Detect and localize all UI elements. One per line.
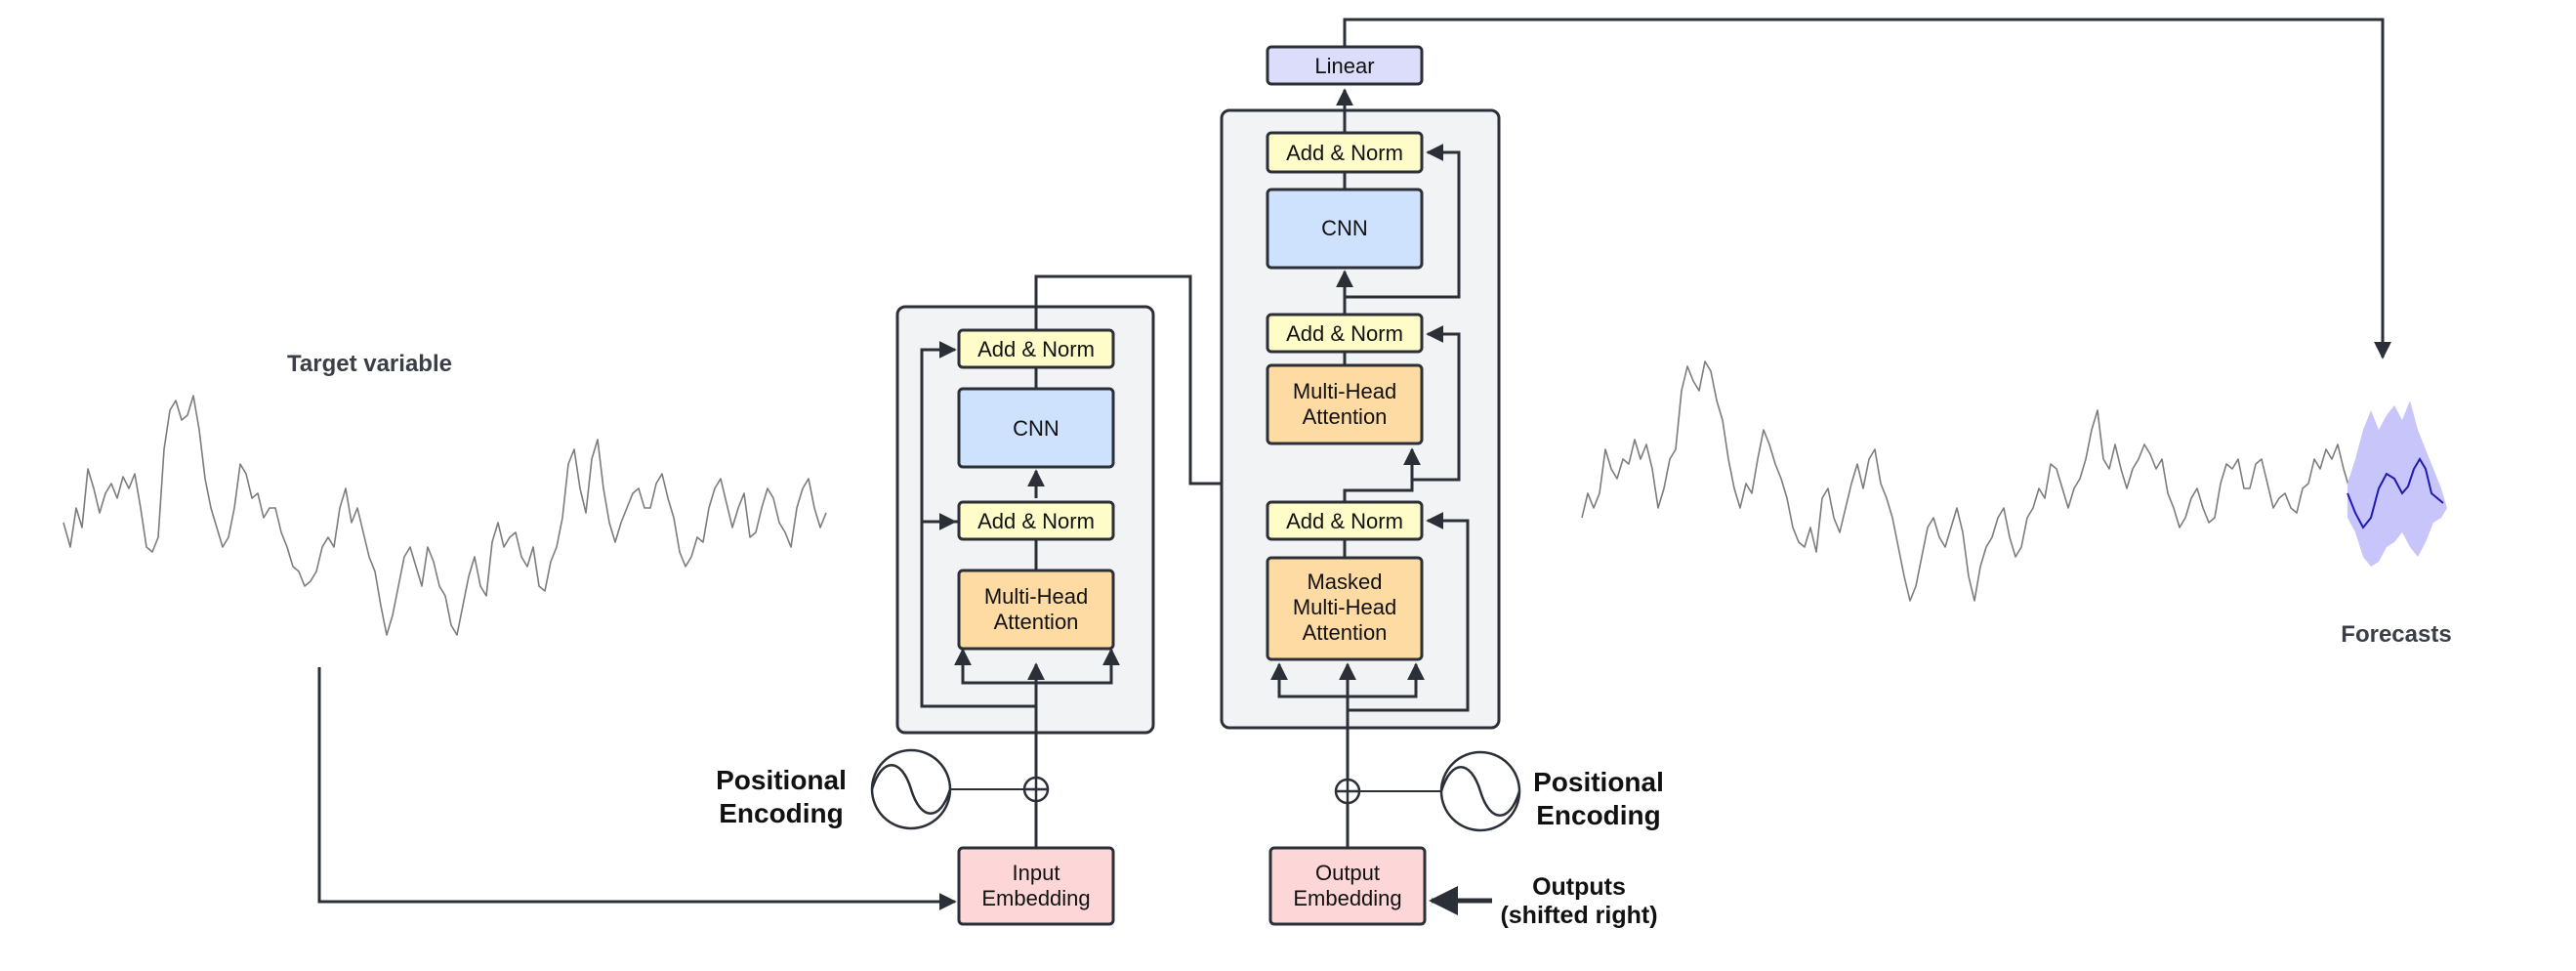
decoder-linear-block [1266, 45, 1424, 86]
decoder-add-norm-mid [1266, 313, 1424, 354]
output-embedding-block [1268, 846, 1427, 926]
decoder-cnn-label: CNN [1321, 216, 1368, 240]
input-embedding-block [957, 846, 1115, 926]
decoder-cnn-block [1266, 188, 1424, 270]
encoder-positional-label-2: Encoding [719, 798, 844, 828]
input-embedding-label-1: Input [1013, 861, 1060, 885]
encoder-add-norm-bottom [957, 500, 1115, 541]
encoder-cnn-label: CNN [1013, 416, 1059, 441]
output-embedding-label-1: Output [1315, 861, 1380, 885]
decoder-masked-label-1: Masked [1307, 570, 1382, 594]
encoder-multi-head-attention [957, 569, 1115, 651]
decoder-add-norm-bottom [1266, 500, 1424, 541]
decoder-add-norm-top [1266, 131, 1424, 174]
encoder-sine-wave-curve [870, 764, 952, 815]
encoder-add-norm-top [957, 328, 1115, 369]
decoder-connections [1270, 88, 1470, 848]
decoder-positional-label-1: Positional [1533, 767, 1664, 797]
encoder-cnn-block [957, 387, 1115, 469]
decoder-linear-label: Linear [1314, 54, 1374, 78]
encoder-add-norm-bottom-label: Add & Norm [977, 509, 1095, 533]
target-variable-label: Target variable [287, 351, 452, 377]
decoder-masked-label-2: Multi-Head [1293, 595, 1396, 619]
decoder-add-norm-top-label: Add & Norm [1286, 141, 1403, 165]
forecasts-label: Forecasts [2341, 621, 2451, 648]
decoder-mha-label-1: Multi-Head [1293, 379, 1396, 403]
outputs-label-1: Outputs [1532, 873, 1626, 901]
decoder-mha-label-2: Attention [1303, 404, 1388, 429]
decoder-add-norm-bottom-label: Add & Norm [1286, 509, 1403, 533]
decoder-positional-label-2: Encoding [1536, 800, 1661, 830]
decoder-multi-head-attention [1266, 363, 1424, 445]
observed-series-line [1581, 360, 2350, 602]
linear-to-forecasts-arrow [1343, 18, 2391, 359]
decoder-add-operator-cross [1336, 780, 1359, 803]
forecast-mean-line [2347, 457, 2444, 529]
output-embedding-label-2: Embedding [1293, 886, 1401, 910]
encoder-add-operator-cross [1024, 778, 1048, 801]
series-to-input-arrow [317, 667, 957, 910]
encoder-mha-label-1: Multi-Head [984, 584, 1088, 609]
decoder-sine-wave-curve [1439, 766, 1521, 817]
decoder-masked-label-3: Attention [1303, 620, 1388, 645]
decoder-add-norm-mid-label: Add & Norm [1286, 321, 1403, 346]
encoder-add-norm-top-label: Add & Norm [977, 337, 1095, 361]
encoder-positional-label-1: Positional [716, 765, 847, 795]
input-embedding-label-2: Embedding [981, 886, 1090, 910]
target-series-line [62, 395, 827, 636]
decoder-masked-multi-head-attention [1266, 556, 1424, 661]
encoder-mha-label-2: Attention [994, 610, 1079, 634]
outputs-label-2: (shifted right) [1500, 902, 1657, 929]
